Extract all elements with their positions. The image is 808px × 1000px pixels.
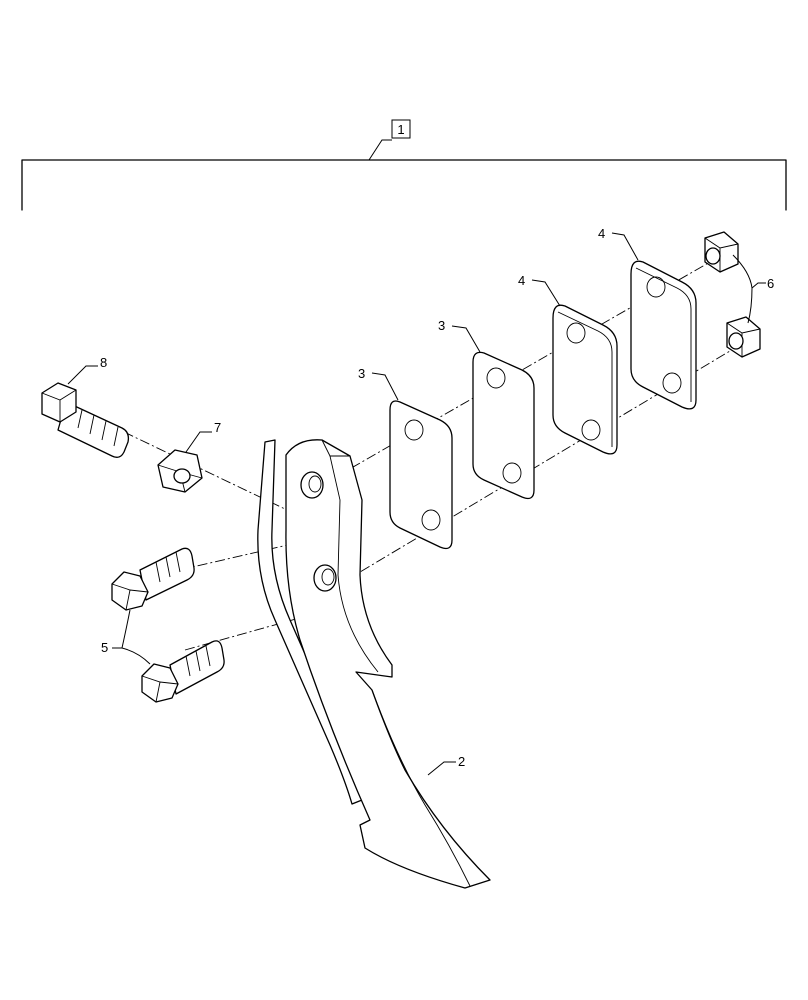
callout-5: 5 — [101, 640, 108, 655]
square-head-bolt: 8 — [41, 355, 130, 458]
plate-right: 4 — [598, 226, 697, 410]
callout-3-right: 3 — [438, 318, 445, 333]
plate-left: 4 — [518, 273, 618, 455]
shim-left: 3 — [358, 366, 453, 550]
small-nut: 7 — [157, 420, 221, 493]
callout-2: 2 — [458, 754, 465, 769]
callout-4-right: 4 — [598, 226, 605, 241]
callout-6: 6 — [767, 276, 774, 291]
assembly-bracket: 1 — [21, 119, 787, 211]
shank-part: 2 — [257, 439, 491, 889]
callout-8: 8 — [100, 355, 107, 370]
callout-4-left: 4 — [518, 273, 525, 288]
hex-bolts: 5 — [101, 547, 225, 703]
callout-7: 7 — [214, 420, 221, 435]
nuts-pair: 6 — [704, 231, 774, 358]
callout-3-left: 3 — [358, 366, 365, 381]
callout-1: 1 — [397, 122, 404, 137]
shim-right: 3 — [438, 318, 535, 500]
